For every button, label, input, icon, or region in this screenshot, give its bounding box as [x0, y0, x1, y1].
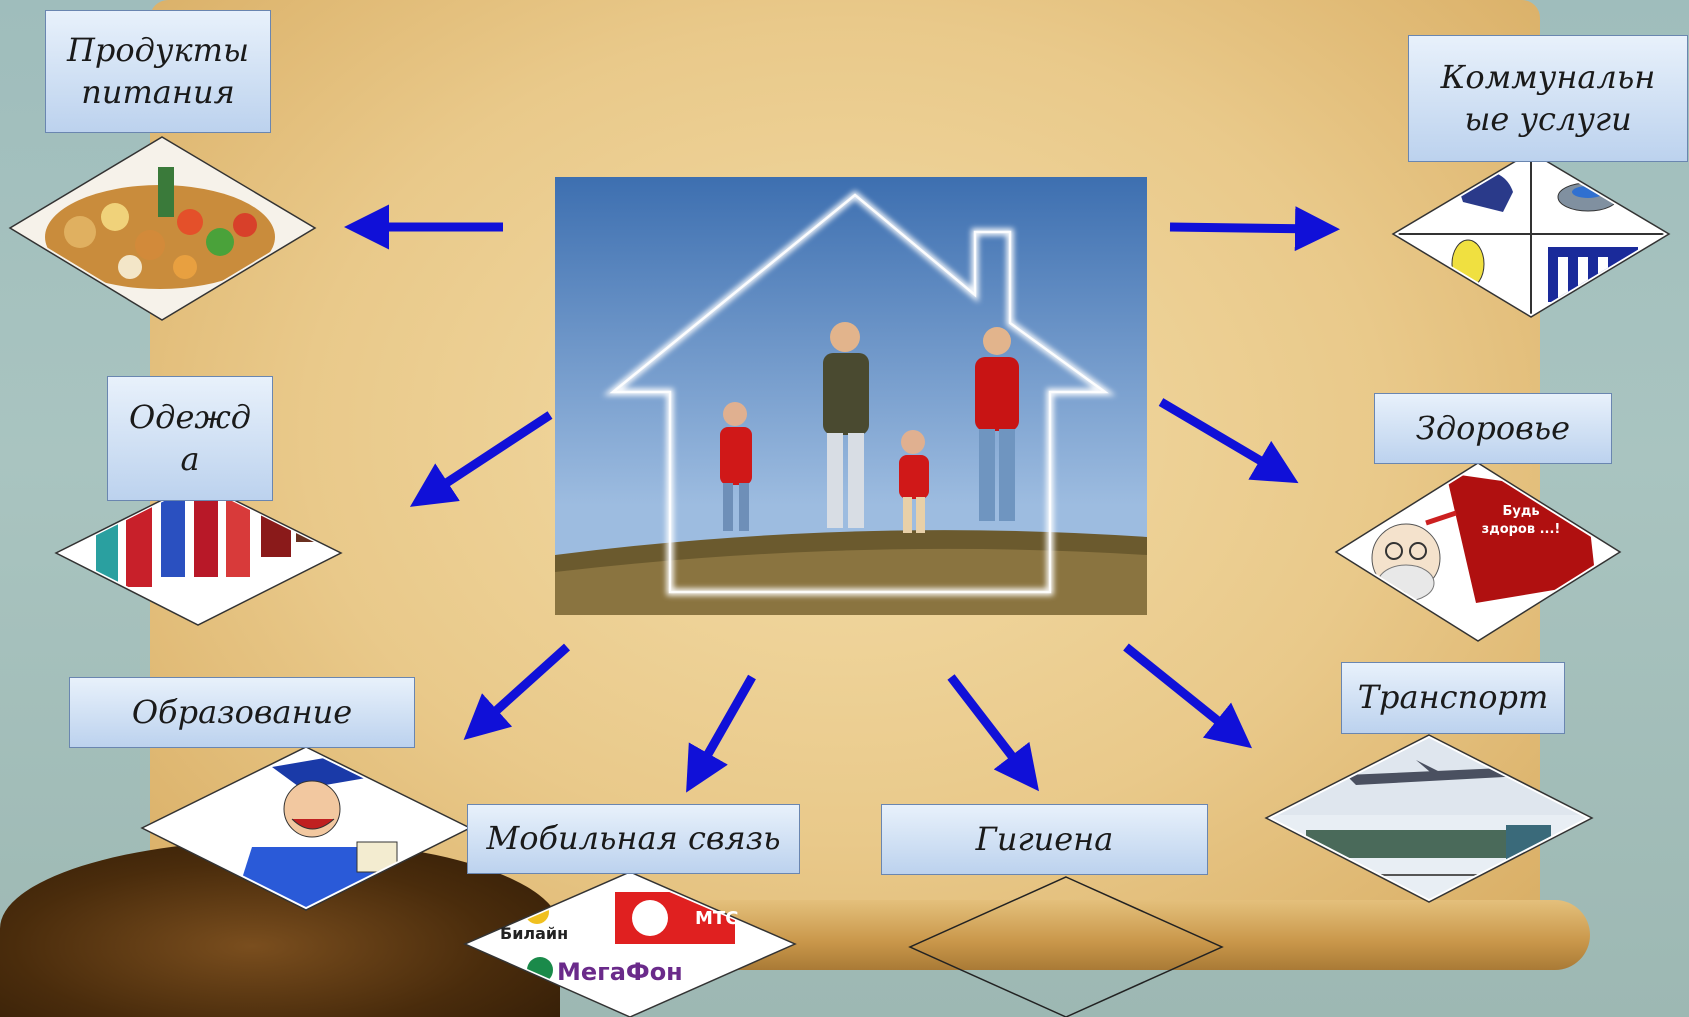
arrow-to-transport: [1126, 647, 1238, 737]
label-utilities: Коммунальн ые услуги: [1408, 35, 1688, 162]
label-health: Здоровье: [1374, 393, 1612, 464]
arrow-to-health: [1161, 402, 1283, 474]
utilities-image: [1393, 152, 1669, 317]
clothing-diamond: [56, 482, 341, 625]
megafon-logo-text: МегаФон: [557, 958, 683, 986]
arrow-to-clothing: [425, 415, 550, 497]
health-sign-text: Будь здоров ...!: [1476, 503, 1566, 539]
utilities-diamond: [1393, 152, 1669, 317]
arrow-to-education: [477, 647, 567, 728]
label-mobile: Мобильная связь: [467, 804, 800, 874]
beeline-logo-text: Билайн: [500, 924, 568, 943]
arrow-to-utilities: [1170, 227, 1322, 229]
arrow-to-mobile: [695, 677, 752, 777]
transport-diamond: [1266, 735, 1592, 902]
mts-logo-text: МТС: [695, 908, 738, 929]
label-education: Образование: [69, 677, 415, 748]
label-food: Продукты питания: [45, 10, 271, 133]
label-clothing: Одежд а: [107, 376, 273, 501]
mobile-diamond: Билайн МТС МегаФон: [465, 872, 795, 1017]
graduate-cartoon-image: [142, 747, 470, 910]
transport-image: [1266, 735, 1592, 902]
education-diamond: [142, 747, 470, 910]
health-diamond: Будь здоров ...!: [1336, 463, 1620, 641]
food-basket-image: [10, 137, 315, 320]
clothing-image: [56, 482, 341, 625]
hygiene-diamond: [910, 877, 1222, 1017]
hygiene-empty-diamond: [910, 877, 1222, 1017]
arrow-to-hygiene: [951, 677, 1028, 777]
label-hygiene: Гигиена: [881, 804, 1208, 875]
food-diamond: [10, 137, 315, 320]
label-transport: Транспорт: [1341, 662, 1565, 734]
mobile-operators-image: [465, 872, 795, 1017]
doctor-image: [1336, 463, 1620, 641]
